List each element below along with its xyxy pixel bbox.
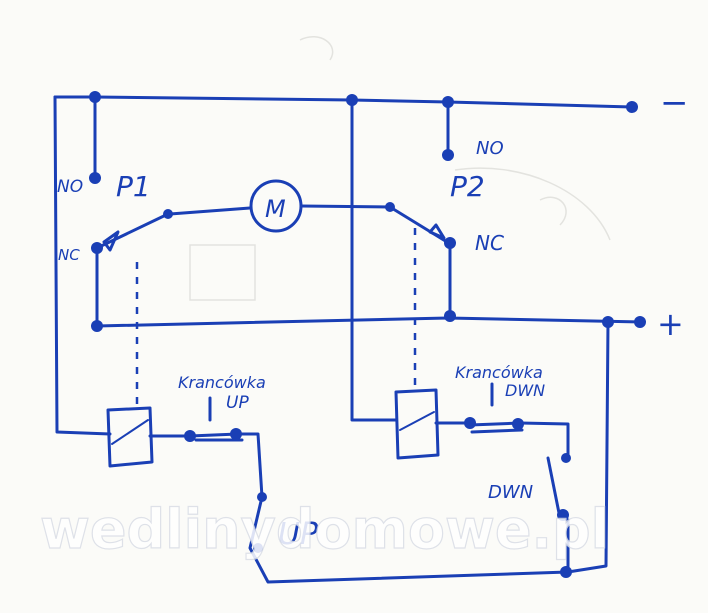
label-nc-right: NC [475,231,504,255]
watermark: wedlinydomowe.pl [40,498,609,561]
label-no-left: NO [57,177,83,197]
junction-dots [89,91,646,578]
label-p2: P2 [450,170,485,203]
label-no-right: NO [476,138,504,159]
top-rail [53,95,634,436]
labels: − + P1 P2 NO NC NO NC M Krancówka UP Kra… [57,83,689,552]
bottom-rail [95,246,642,328]
label-switch-up: UP [278,517,319,552]
label-button-dwn-bottom: DWN [505,381,545,400]
coil-p2-circuit [394,320,610,574]
label-p1: P1 [116,170,151,203]
label-button-up-top: Krancówka [178,373,266,392]
background-sketch [189,36,611,301]
relay-p2 [350,98,452,422]
motor [168,179,392,233]
label-switch-dwn: DWN [488,482,533,503]
coil-p1-circuit [106,396,570,584]
label-nc-left: NC [58,246,80,264]
label-button-up-bottom: UP [226,393,249,413]
relay-p1 [93,95,170,408]
label-minus: − [660,83,689,123]
label-motor: M [265,195,286,223]
label-button-dwn-top: Krancówka [455,363,543,382]
label-plus: + [657,305,684,343]
